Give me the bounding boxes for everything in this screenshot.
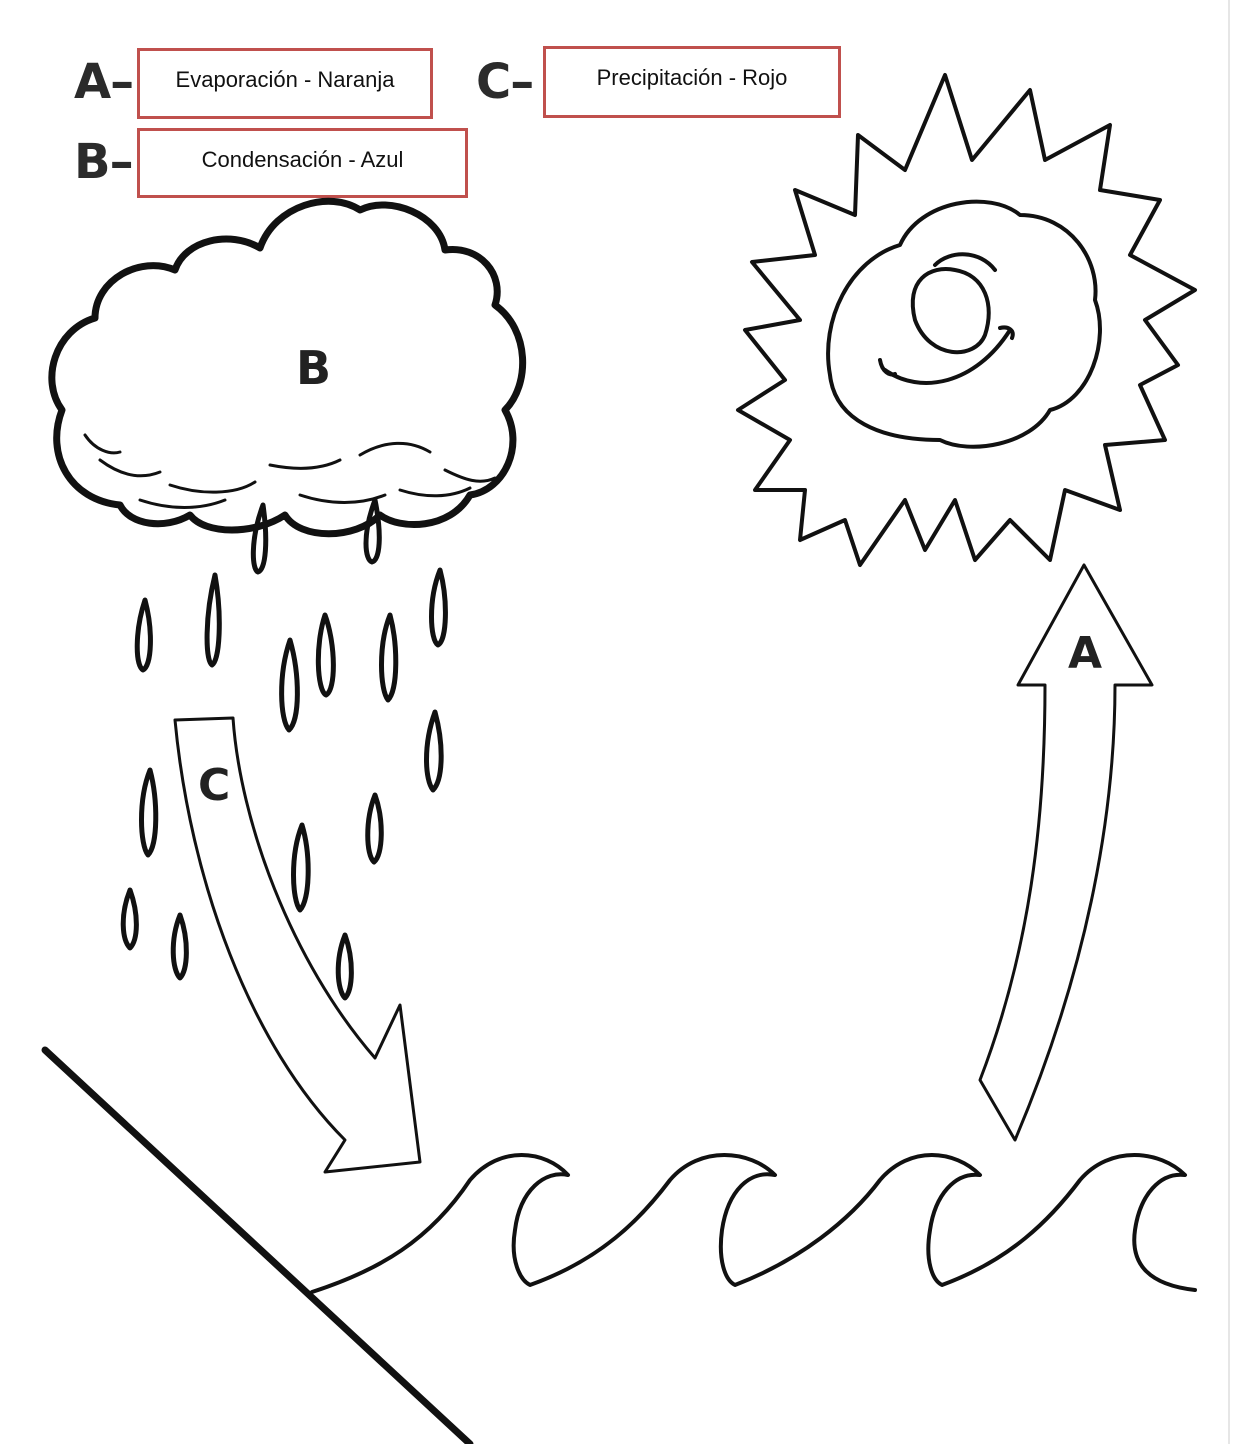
raindrops (123, 500, 445, 998)
cloud (52, 201, 523, 533)
ocean-waves (312, 1155, 1195, 1292)
page-edge (1228, 0, 1230, 1444)
precipitation-arrow-letter: C (198, 760, 230, 811)
evaporation-arrow (980, 565, 1152, 1140)
sun-smile (885, 330, 1010, 383)
sun-eye (913, 269, 989, 352)
evaporation-arrow-letter: A (1068, 628, 1102, 679)
sun-face (828, 202, 1100, 447)
sun-rays (738, 75, 1195, 565)
cloud-letter: B (296, 341, 331, 395)
